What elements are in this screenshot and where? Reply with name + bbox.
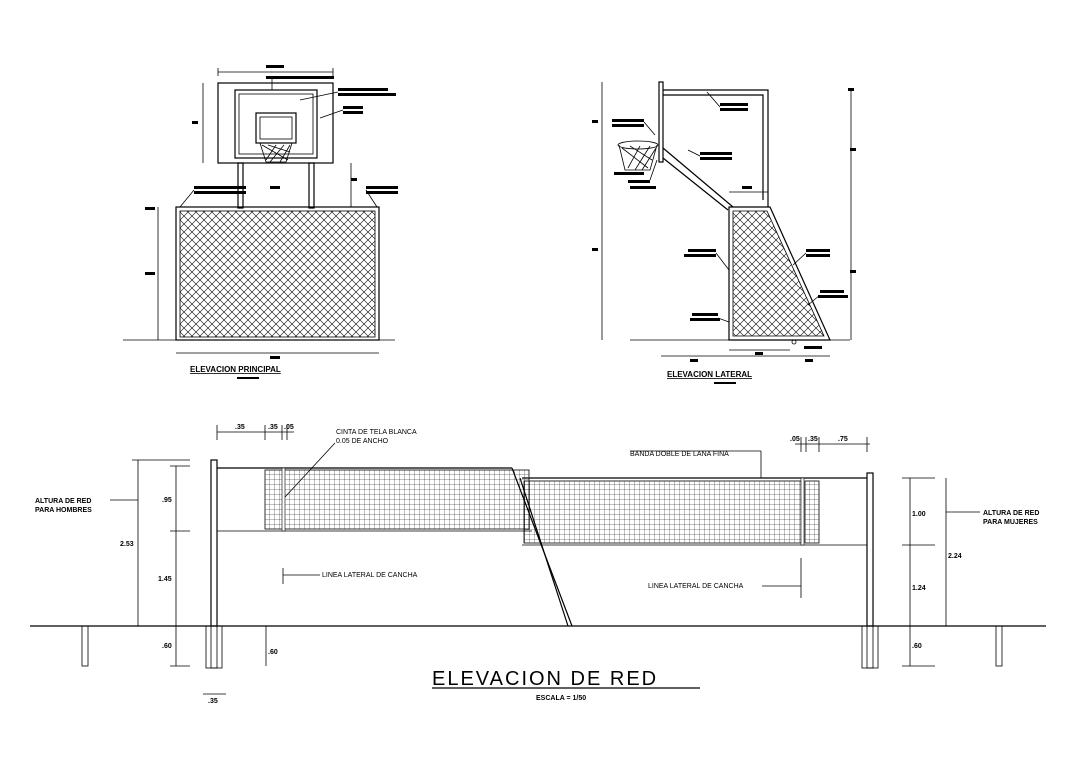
label-hombres-1: ALTURA DE RED [35,498,91,505]
dim-left-lower: 1.45 [158,576,172,583]
principal-elevation: ELEVACION PRINCIPAL [123,65,398,379]
principal-title: ELEVACION PRINCIPAL [190,365,281,374]
label-linea-left: LINEA LATERAL DE CANCHA [322,572,418,579]
dim-left-net: .95 [162,497,172,504]
label-cinta-2: 0.05 DE ANCHO [336,438,389,445]
dim-right-net: 1.00 [912,511,926,518]
dim-left-total: 2.53 [120,541,134,548]
dim-right-foot: .60 [912,643,922,650]
dim-right-total: 2.24 [948,553,962,560]
label-hombres-2: PARA HOMBRES [35,507,92,514]
label-mujeres-1: ALTURA DE RED [983,510,1039,517]
dim-left-mid: .35 [268,424,278,431]
label-mujeres-2: PARA MUJERES [983,519,1038,526]
dim-left-small: .05 [284,424,294,431]
net-scale: ESCALA = 1/50 [536,695,586,702]
dim-left-foot2: .60 [268,649,278,656]
dim-base: .35 [208,698,218,705]
lateral-elevation: ELEVACION LATERAL [592,81,856,384]
dim-left-top: .35 [235,424,245,431]
label-linea-right: LINEA LATERAL DE CANCHA [648,583,744,590]
dim-right-top: .75 [838,436,848,443]
lateral-title: ELEVACION LATERAL [667,370,752,379]
label-banda: BANDA DOBLE DE LANA FINA [630,451,729,458]
net-elevation: .35 .35 .05 .05 .35 .75 CINTA DE TELA BL… [30,424,1046,705]
label-cinta-1: CINTA DE TELA BLANCA [336,429,417,436]
dim-right-mid: .35 [808,436,818,443]
dim-left-foot: .60 [162,643,172,650]
dim-right-lower: 1.24 [912,585,926,592]
net-title: ELEVACION DE RED [432,668,658,690]
dim-right-small: .05 [790,436,800,443]
